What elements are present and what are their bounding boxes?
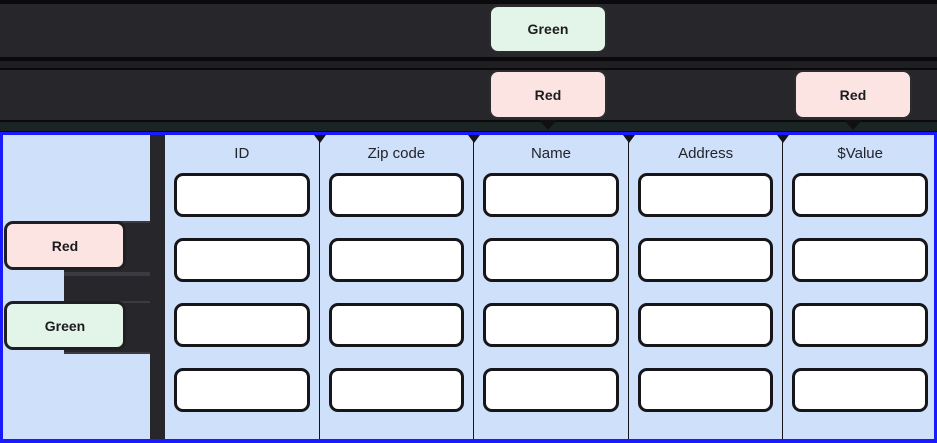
table-cell[interactable] bbox=[328, 368, 465, 412]
table-column: $Value bbox=[777, 135, 937, 440]
table-column: Address bbox=[622, 135, 783, 440]
column-divider-cap-icon bbox=[313, 135, 326, 143]
table-cell[interactable] bbox=[174, 303, 310, 347]
column-header[interactable]: Zip code bbox=[367, 145, 426, 162]
table-cell[interactable] bbox=[483, 173, 619, 217]
table-cell[interactable] bbox=[328, 303, 465, 347]
table-cell[interactable] bbox=[174, 173, 310, 217]
column-divider-cap-icon bbox=[468, 135, 481, 143]
column-divider-cap-icon bbox=[777, 135, 790, 143]
table-cell[interactable] bbox=[637, 303, 774, 347]
column-cells bbox=[783, 173, 937, 412]
table-cell[interactable] bbox=[792, 303, 928, 347]
column-header[interactable]: $Value bbox=[837, 145, 883, 162]
panel-card-red[interactable]: Red bbox=[4, 221, 126, 270]
background-band-bottom bbox=[0, 122, 937, 131]
table-cell[interactable] bbox=[483, 238, 619, 282]
tooltip-pointer-icon-value bbox=[844, 120, 862, 130]
tooltip-card-red-name[interactable]: Red bbox=[489, 70, 607, 119]
column-divider-cap-icon bbox=[622, 135, 635, 143]
table-column: Name bbox=[468, 135, 628, 440]
panel-gutter bbox=[150, 135, 165, 440]
table-cell[interactable] bbox=[328, 173, 465, 217]
panel-card-green[interactable]: Green bbox=[4, 301, 126, 350]
background-band-top bbox=[0, 4, 937, 57]
background-band-gap bbox=[0, 61, 937, 68]
column-header[interactable]: Address bbox=[678, 145, 734, 162]
table-cell[interactable] bbox=[483, 303, 619, 347]
column-cells bbox=[165, 173, 319, 412]
table-cell[interactable] bbox=[637, 368, 774, 412]
content-region: Red Green ID Zip code Name Address $Value bbox=[0, 135, 937, 440]
tooltip-card-red-value[interactable]: Red bbox=[794, 70, 912, 119]
background-band-middle bbox=[0, 70, 937, 120]
table-cell[interactable] bbox=[174, 238, 310, 282]
column-header[interactable]: ID bbox=[234, 145, 250, 162]
table-column: Zip code bbox=[313, 135, 474, 440]
table-cell[interactable] bbox=[483, 368, 619, 412]
table-cell[interactable] bbox=[792, 173, 928, 217]
table-cell[interactable] bbox=[328, 238, 465, 282]
table-cell[interactable] bbox=[174, 368, 310, 412]
table-column: ID bbox=[165, 135, 319, 440]
tooltip-card-green[interactable]: Green bbox=[489, 5, 607, 53]
table-cell[interactable] bbox=[637, 238, 774, 282]
column-cells bbox=[320, 173, 474, 412]
column-header[interactable]: Name bbox=[530, 145, 571, 162]
data-table: ID Zip code Name Address $Value bbox=[165, 135, 937, 440]
table-cell[interactable] bbox=[792, 238, 928, 282]
column-cells bbox=[474, 173, 628, 412]
tooltip-pointer-icon-name bbox=[539, 120, 557, 130]
table-cell[interactable] bbox=[637, 173, 774, 217]
table-cell[interactable] bbox=[792, 368, 928, 412]
left-panel: Red Green bbox=[0, 135, 165, 440]
column-cells bbox=[629, 173, 783, 412]
